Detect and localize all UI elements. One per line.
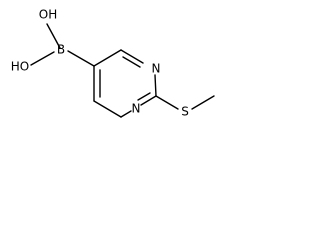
atom-label-boron: B (57, 43, 65, 57)
bond-b-oh-bottom (30, 51, 55, 66)
chemical-structure-diagram: OH HO B N N S (11, 8, 215, 119)
atom-label-sulfur: S (181, 105, 189, 119)
bond-s-methyl (191, 95, 215, 110)
atom-label-n-top: N (152, 62, 161, 76)
bond-b-c5 (67, 50, 95, 67)
atom-label-oh-top: OH (39, 8, 57, 22)
bond-n1-c2 (154, 74, 157, 97)
bond-c6-n1-inner (122, 56, 141, 68)
bond-c2-n3 (140, 95, 157, 106)
bond-c6-n1 (120, 49, 144, 64)
bond-b-oh-top (46, 23, 61, 49)
bond-n3-c4 (120, 110, 132, 118)
bond-c2-s (155, 95, 179, 110)
bond-c4-c5 (93, 100, 122, 118)
atom-label-oh-bottom: HO (11, 60, 29, 74)
atom-label-n-bottom: N (132, 102, 141, 116)
bond-c2-n3-inner (137, 92, 151, 101)
bond-c5-c6 (93, 49, 122, 67)
